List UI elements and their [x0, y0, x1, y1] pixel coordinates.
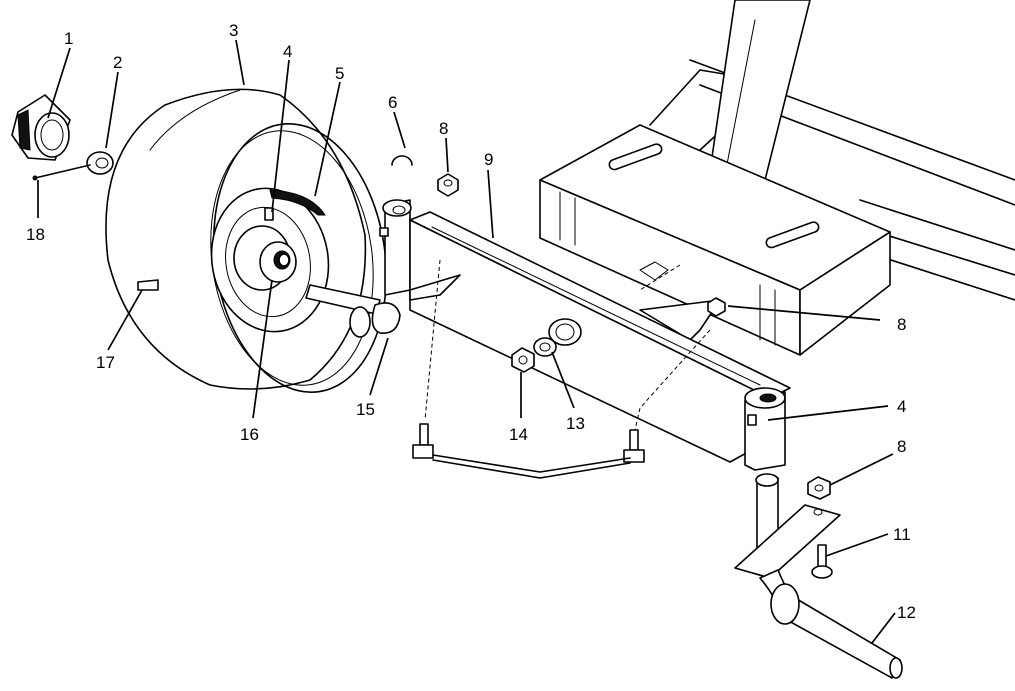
cotter-pin [32, 164, 91, 181]
flat-washer [86, 151, 114, 175]
callout-6: 6 [388, 93, 397, 112]
callout-11: 11 [893, 525, 911, 544]
carriage-bolt [811, 544, 833, 579]
callout-3: 3 [229, 21, 238, 40]
pivot-pin-assembly [734, 473, 903, 679]
callout-14: 14 [509, 425, 528, 444]
spindle [305, 199, 412, 338]
pivot-tube [744, 387, 786, 471]
wheel-rim [137, 187, 330, 333]
leader-lines [37, 39, 896, 644]
hub-cap [11, 94, 71, 161]
callout-8-lower: 8 [897, 437, 906, 456]
callout-17: 17 [96, 353, 115, 372]
callout-12: 12 [897, 603, 916, 622]
callout-13: 13 [566, 414, 585, 433]
callout-2: 2 [113, 53, 122, 72]
callout-16: 16 [240, 425, 259, 444]
bottom-bolts [412, 423, 645, 479]
hex-nut-front-plate [707, 297, 726, 317]
callout-18: 18 [26, 225, 45, 244]
callout-labels: 1 2 3 4 5 6 8 9 8 4 8 11 12 13 14 15 16 … [26, 21, 916, 622]
bushing-washer [548, 318, 582, 346]
callout-4-pivot: 4 [897, 397, 906, 416]
washer-small [533, 337, 557, 357]
callout-5: 5 [335, 64, 344, 83]
callout-15: 15 [356, 400, 375, 419]
callout-8-top: 8 [439, 119, 448, 138]
hex-nut-lower [807, 476, 831, 500]
callout-8-plate: 8 [897, 315, 906, 334]
callout-1: 1 [64, 29, 73, 48]
e-ring [391, 155, 413, 166]
hex-nut-top [437, 173, 459, 197]
callout-9: 9 [484, 150, 493, 169]
tractor-frame [539, 0, 1015, 356]
callout-4-wheel: 4 [283, 42, 292, 61]
hex-nut-axle [511, 347, 535, 373]
